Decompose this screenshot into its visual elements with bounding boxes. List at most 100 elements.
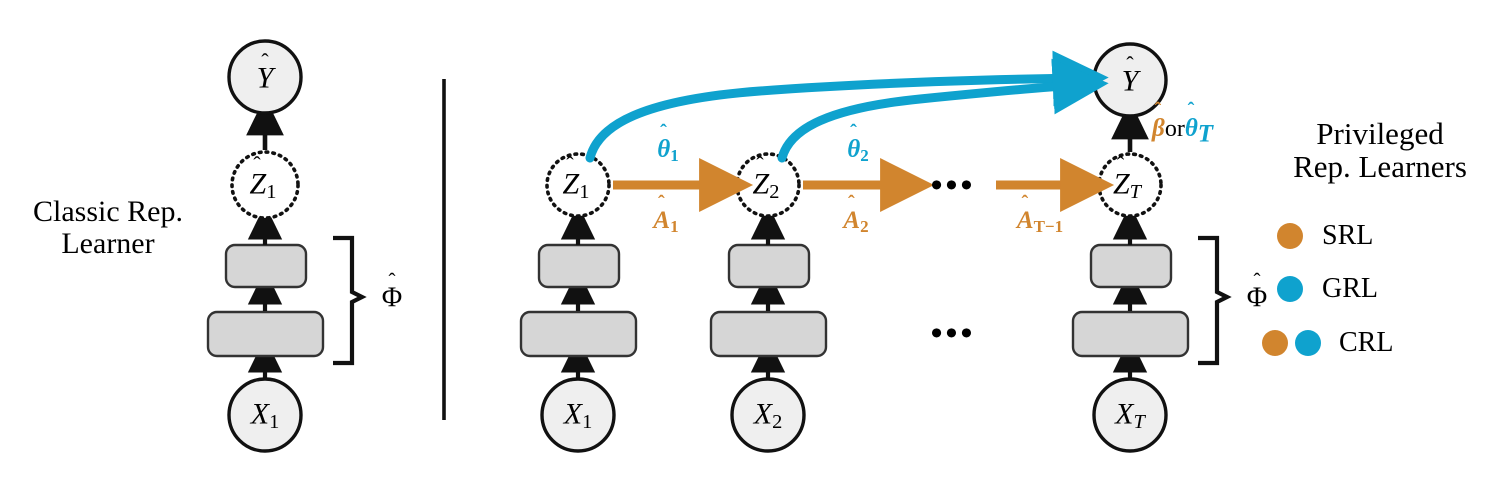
right-cT-latent-symbol-wrap: Ẑ [1113,168,1130,201]
left-latent-node-circle [230,150,300,220]
right-c2-encoder-box-upper [727,243,811,289]
a2-subscript: 2 [860,216,869,236]
right-c2-input-subscript: 2 [772,411,783,434]
a1-symbol: A [653,207,671,235]
right-c1-latent-subscript: 1 [579,181,590,204]
legend-item-crl-label: CRL [1339,327,1394,358]
legend-dot-crl-orange [1262,330,1288,356]
head-theta-symbol: θ [1184,115,1198,142]
right-cT-latent-node-label: ẐT [1113,168,1142,204]
left-phi-symbol: Φ [381,282,403,314]
right-c2-input-node-circle [730,377,806,453]
right-c1-latent-node-label: Ẑ1 [563,168,590,204]
right-output-node-symbol: Y [1121,64,1139,98]
right-c1-encoder-box-lower [519,310,638,358]
right-c1-input-node-label: X1 [564,398,593,434]
right-head-label: β̂orθ̂T [1152,115,1214,148]
right-panel-graph [519,42,1232,453]
head-label-conjunction: or [1164,116,1185,142]
legend-dots-group [1262,223,1321,356]
right-c2-input-node-label: X2 [753,397,783,434]
right-cT-input-symbol: X [1115,397,1134,431]
a1-subscript: 1 [670,216,679,236]
right-c1-latent-node-circle [545,152,611,218]
left-latent-node-subscript: 1 [266,181,277,204]
legend-item-crl[interactable]: CRL [1339,328,1393,357]
right-phi-symbol: Φ [1246,282,1268,314]
left-input-node-symbol: X [250,397,270,431]
legend-item-srl[interactable]: SRL [1322,221,1373,250]
right-c1-latent-symbol: Z [562,167,580,201]
right-c2-latent-subscript: 2 [769,181,780,204]
theta1-subscript: 1 [670,145,679,165]
head-beta-symbol-wrap: β̂ [1152,115,1165,142]
right-c2-latent-symbol-wrap: Ẑ [753,168,770,201]
left-output-node-label: Ŷ [257,62,274,94]
left-phi-symbol-wrap: Φ̂ [382,282,402,313]
right-theta-label-1: θ̂1 [657,137,678,165]
right-cT-encoder-box-upper [1089,243,1173,289]
left-latent-node-label: Ẑ1 [250,168,277,204]
right-c1-encoder-box-upper [537,243,621,289]
a2-symbol: A [843,207,861,235]
right-grl-curve-1 [585,50,1109,163]
a1-symbol-wrap: Â [653,207,670,234]
head-theta-subscript: T [1197,120,1214,148]
right-phi-label: Φ̂ [1247,283,1267,312]
right-cT-input-node-label: XT [1115,397,1145,434]
left-panel-caption-line1: Classic Rep. [33,195,183,228]
right-cT-input-subscript: T [1133,411,1145,434]
right-c1-latent-symbol-wrap: Ẑ [563,168,580,201]
left-panel-graph [206,39,367,453]
theta2-subscript: 2 [860,145,869,165]
head-beta-symbol: β [1152,115,1165,142]
aT-symbol: A [1016,207,1034,235]
right-c2-latent-node-label: Ẑ2 [753,168,780,204]
aT-symbol-wrap: Â [1017,207,1034,234]
a2-symbol-wrap: Â [843,207,860,234]
left-latent-node-symbol: Z [249,167,267,201]
right-cT-latent-symbol: Z [1112,167,1130,201]
legend-item-grl[interactable]: GRL [1322,274,1378,303]
right-c2-encoder-box-lower [709,310,828,358]
right-amat-label-T: ÂT−1 [1017,208,1063,236]
theta1-symbol: θ [657,136,671,164]
right-c1-input-node-circle [540,377,616,453]
theta2-symbol: θ [847,136,861,164]
right-theta-label-2: θ̂2 [847,137,868,165]
legend-title-line1: Privileged [1316,116,1444,151]
right-grl-curve-2 [777,58,1109,163]
right-c1-input-subscript: 1 [582,411,593,434]
aT-subscript: T−1 [1033,216,1064,236]
left-input-node-subscript: 1 [269,411,280,434]
left-phi-brace [333,235,367,366]
right-cT-input-node-circle [1092,377,1168,453]
left-phi-label: Φ̂ [382,283,402,312]
legend-dot-grl-blue [1277,276,1303,302]
right-output-node-label: Ŷ [1122,65,1139,97]
right-c2-input-symbol: X [753,397,773,431]
right-cT-latent-subscript: T [1129,181,1142,204]
legend-dot-crl-blue [1295,330,1321,356]
right-phi-brace [1198,235,1232,366]
right-ellipsis-bottom: ••• [930,315,976,353]
left-output-node-circle [227,39,303,115]
left-output-node-symbol: Y [256,61,274,95]
right-amat-label-2: Â2 [843,208,868,236]
theta2-symbol-wrap: θ̂ [847,136,860,163]
legend-title-line2: Rep. Learners [1293,148,1467,184]
left-panel-caption: Classic Rep. Learner [10,196,206,259]
head-theta-symbol-wrap: θ̂ [1184,115,1198,142]
legend-item-srl-label: SRL [1322,220,1374,251]
right-phi-symbol-wrap: Φ̂ [1247,282,1267,313]
left-encoder-box-lower [206,310,325,358]
left-panel-caption-line2: Learner [61,226,155,260]
right-ellipsis-top: ••• [930,167,976,205]
left-input-node-label: X1 [250,397,280,434]
left-input-node-circle [227,377,303,453]
legend-item-grl-label: GRL [1322,273,1378,304]
legend-dot-srl-orange [1277,223,1303,249]
left-latent-node-symbol-wrap: Ẑ [250,168,267,201]
